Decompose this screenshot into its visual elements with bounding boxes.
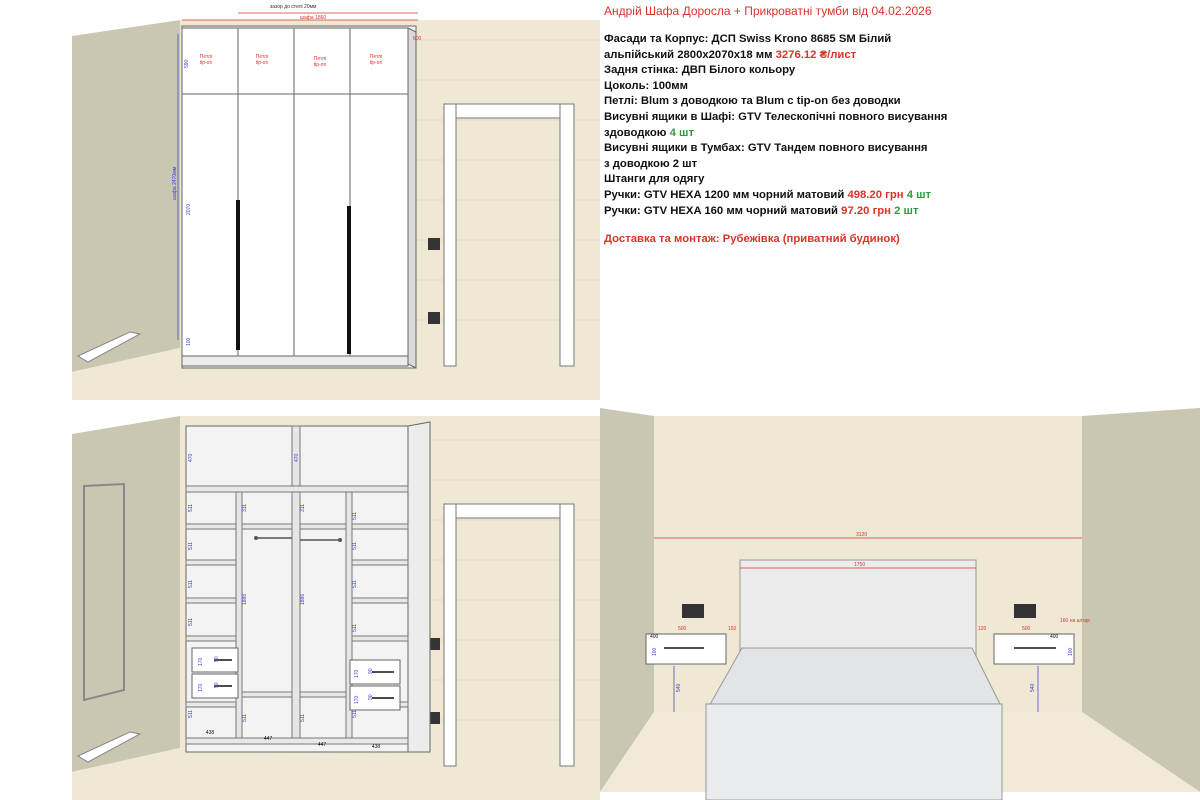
dim-width: шафа 1860	[300, 15, 326, 21]
svg-text:511: 511	[188, 710, 194, 718]
svg-text:511: 511	[188, 618, 194, 626]
svg-text:311: 311	[300, 504, 306, 512]
svg-text:100: 100	[1068, 647, 1074, 656]
svg-text:470: 470	[188, 453, 194, 462]
svg-text:400: 400	[1050, 634, 1059, 640]
svg-text:tip-on: tip-on	[200, 60, 213, 66]
dim-ceiling: зазор до стелі 20мм	[270, 4, 317, 10]
spec-hinges: Петлі: Blum з доводкою та Blum с tip-on …	[604, 95, 901, 108]
svg-text:511: 511	[300, 714, 306, 722]
spec-sheet: Андрій Шафа Доросла + Прикроватні тумби …	[604, 4, 1194, 256]
svg-text:500: 500	[1022, 626, 1031, 632]
svg-text:170: 170	[198, 683, 204, 692]
document-title: Андрій Шафа Доросла + Прикроватні тумби …	[604, 4, 932, 18]
spec-plinth: Цоколь: 100мм	[604, 79, 688, 92]
svg-text:511: 511	[352, 512, 358, 520]
svg-text:120: 120	[978, 626, 987, 632]
svg-text:511: 511	[242, 714, 248, 722]
svg-text:tip-on: tip-on	[256, 60, 269, 66]
svg-text:шафа 2470мм: шафа 2470мм	[172, 166, 178, 200]
svg-text:170: 170	[354, 669, 360, 678]
svg-text:90: 90	[368, 694, 374, 700]
svg-text:438: 438	[372, 744, 381, 750]
svg-text:160 на штирі: 160 на штирі	[1060, 618, 1090, 624]
wardrobe-interior-view: 470 470 511 511 511 511 511 311 1886 311…	[0, 400, 600, 800]
svg-text:100: 100	[652, 647, 658, 656]
svg-text:540: 540	[676, 683, 682, 692]
spec-delivery: Доставка та монтаж: Рубежівка (приватний…	[604, 233, 900, 246]
bedroom-view: 3120 1750 500 400 150 120 500 400 160 на…	[600, 408, 1200, 800]
svg-text:511: 511	[188, 504, 194, 512]
svg-text:500: 500	[678, 626, 687, 632]
dim-headboard: 1750	[854, 562, 865, 568]
svg-text:511: 511	[188, 542, 194, 550]
spec-facades-price: 3276.12 ₴/лист	[775, 48, 857, 61]
svg-text:90: 90	[368, 668, 374, 674]
svg-text:1886: 1886	[300, 594, 306, 605]
svg-text:511: 511	[352, 710, 358, 718]
spec-rods: Штанги для одягу	[604, 173, 705, 186]
svg-text:447: 447	[264, 736, 273, 742]
spec-drawers-wardrobe: Висувні ящики в Шафі: GTV Телескопічні п…	[604, 110, 948, 123]
svg-text:438: 438	[206, 730, 215, 736]
door-label-1: Петлі	[200, 54, 212, 60]
svg-text:150: 150	[728, 626, 737, 632]
spec-handles-2: Ручки: GTV HEXA 160 мм чорний матовий 97…	[604, 204, 919, 217]
svg-text:470: 470	[294, 453, 300, 462]
svg-text:100: 100	[186, 337, 192, 346]
svg-text:511: 511	[188, 580, 194, 588]
svg-text:90: 90	[214, 682, 220, 688]
svg-text:Петлі: Петлі	[370, 54, 382, 60]
svg-text:511: 511	[352, 580, 358, 588]
spec-facades: Фасади та Корпус: ДСП Swiss Krono 8685 S…	[604, 33, 892, 45]
dim-wall: 3120	[856, 532, 867, 538]
dim-depth: 600	[413, 36, 422, 42]
svg-text:1886: 1886	[242, 594, 248, 605]
svg-text:170: 170	[198, 657, 204, 666]
svg-text:90: 90	[214, 656, 220, 662]
svg-text:311: 311	[242, 504, 248, 512]
svg-text:447: 447	[318, 742, 327, 748]
svg-text:170: 170	[354, 695, 360, 704]
spec-handles-1: Ручки: GTV HEXA 1200 мм чорний матовий 4…	[604, 188, 932, 201]
svg-text:Петлі: Петлі	[314, 56, 326, 62]
spec-back-wall: Задня стінка: ДВП Білого кольору	[604, 64, 796, 77]
svg-text:590: 590	[184, 59, 190, 68]
svg-text:400: 400	[650, 634, 659, 640]
svg-text:511: 511	[352, 542, 358, 550]
svg-text:Петлі: Петлі	[256, 54, 268, 60]
spec-drawers-qty: 4 шт	[669, 126, 694, 139]
svg-text:tip-on: tip-on	[314, 62, 327, 68]
svg-text:2070: 2070	[186, 204, 192, 215]
svg-text:540: 540	[1030, 683, 1036, 692]
svg-text:511: 511	[352, 624, 358, 632]
svg-text:tip-on: tip-on	[370, 60, 383, 66]
spec-drawers-night: Висувні ящики в Тумбах: GTV Тандем повно…	[604, 142, 928, 155]
